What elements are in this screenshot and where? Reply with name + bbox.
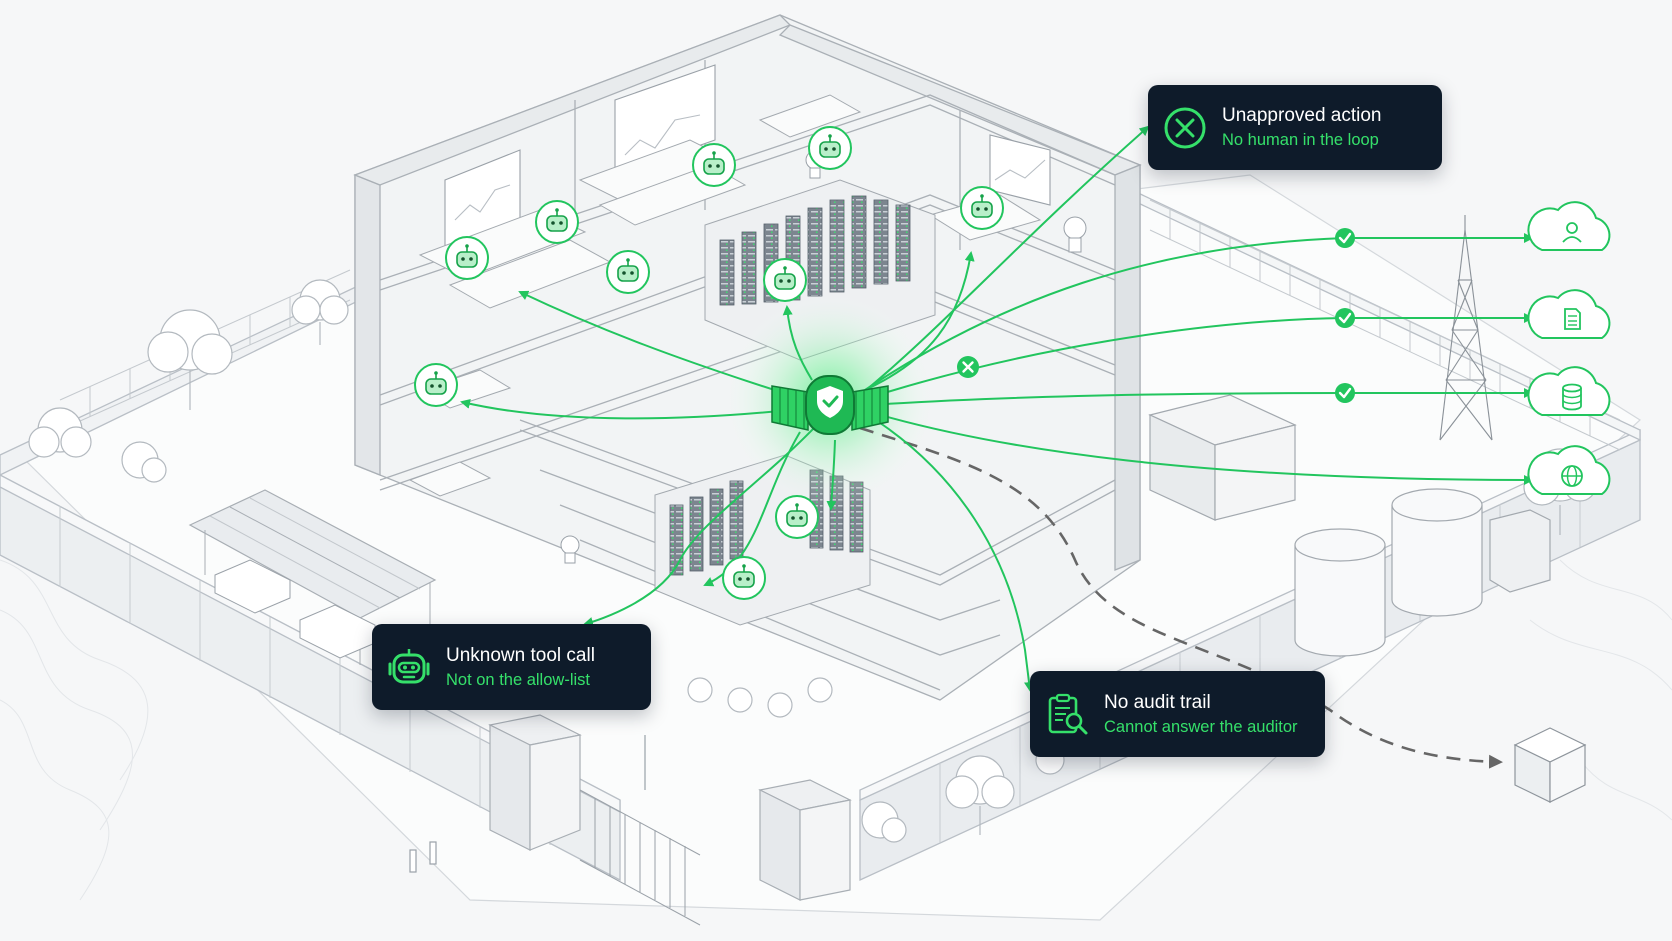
agent-robot-icon bbox=[722, 556, 766, 600]
outbound-line bbox=[867, 313, 1534, 399]
gatehouse bbox=[409, 714, 852, 926]
connection-line bbox=[782, 305, 813, 381]
connection-line bbox=[826, 439, 837, 511]
callout-title: No audit trail bbox=[1104, 691, 1211, 713]
agent-robot-icon bbox=[445, 236, 489, 280]
shield-check-icon bbox=[817, 386, 843, 418]
approved-checks bbox=[1335, 228, 1355, 403]
carport bbox=[188, 489, 437, 665]
cloud-user-icon bbox=[1527, 201, 1611, 251]
robot-icon bbox=[388, 649, 430, 684]
connection-line bbox=[460, 398, 791, 420]
ground-contours bbox=[0, 559, 1672, 901]
connection-line bbox=[864, 251, 975, 391]
outbound-line bbox=[864, 233, 1534, 391]
connection-line bbox=[518, 290, 791, 396]
agent-robot-icon bbox=[414, 363, 458, 407]
agent-badges bbox=[414, 126, 1004, 600]
callout-no-audit-trail: No audit trail Cannot answer the auditor bbox=[1030, 671, 1325, 757]
cloud-document-icon bbox=[1527, 289, 1611, 339]
connection-line bbox=[859, 125, 1150, 396]
callout-unknown-tool-call: Unknown tool call Not on the allow-list bbox=[372, 624, 651, 710]
storage-tanks bbox=[1294, 488, 1551, 657]
cloud-database-icon bbox=[1527, 366, 1611, 416]
unmonitored-exfil-path bbox=[859, 426, 1503, 769]
connection-line bbox=[583, 404, 836, 627]
outbound-connections bbox=[864, 233, 1534, 485]
antenna-tower bbox=[1439, 215, 1493, 441]
connection-line bbox=[859, 409, 1034, 692]
check-icon bbox=[1335, 308, 1355, 328]
destinations bbox=[1527, 201, 1611, 495]
circle-x-icon bbox=[1164, 107, 1206, 148]
security-gateway bbox=[771, 375, 889, 435]
outbound-line bbox=[869, 411, 1534, 485]
check-icon bbox=[1335, 383, 1355, 403]
callout-subtitle: Not on the allow-list bbox=[446, 670, 590, 689]
outbound-line bbox=[869, 388, 1534, 406]
cloud-globe-icon bbox=[1527, 445, 1611, 495]
callout-title: Unknown tool call bbox=[446, 644, 595, 666]
external-box bbox=[1513, 727, 1587, 803]
agent-robot-icon bbox=[775, 495, 819, 539]
agent-robot-icon bbox=[692, 143, 736, 187]
callout-subtitle: Cannot answer the auditor bbox=[1104, 717, 1298, 736]
agent-connections bbox=[460, 125, 1150, 692]
check-icon bbox=[1335, 228, 1355, 248]
callout-subtitle: No human in the loop bbox=[1222, 131, 1379, 149]
callout-unapproved-action: Unapproved action No human in the loop bbox=[1148, 85, 1442, 170]
agent-robot-icon bbox=[763, 258, 807, 302]
clipboard-search-icon bbox=[1048, 693, 1088, 735]
agent-robot-icon bbox=[808, 126, 852, 170]
agent-robot-icon bbox=[606, 250, 650, 294]
callout-title: Unapproved action bbox=[1222, 105, 1382, 126]
agent-robot-icon bbox=[960, 186, 1004, 230]
blocked-x-icon bbox=[957, 356, 979, 378]
agent-robot-icon bbox=[535, 200, 579, 244]
